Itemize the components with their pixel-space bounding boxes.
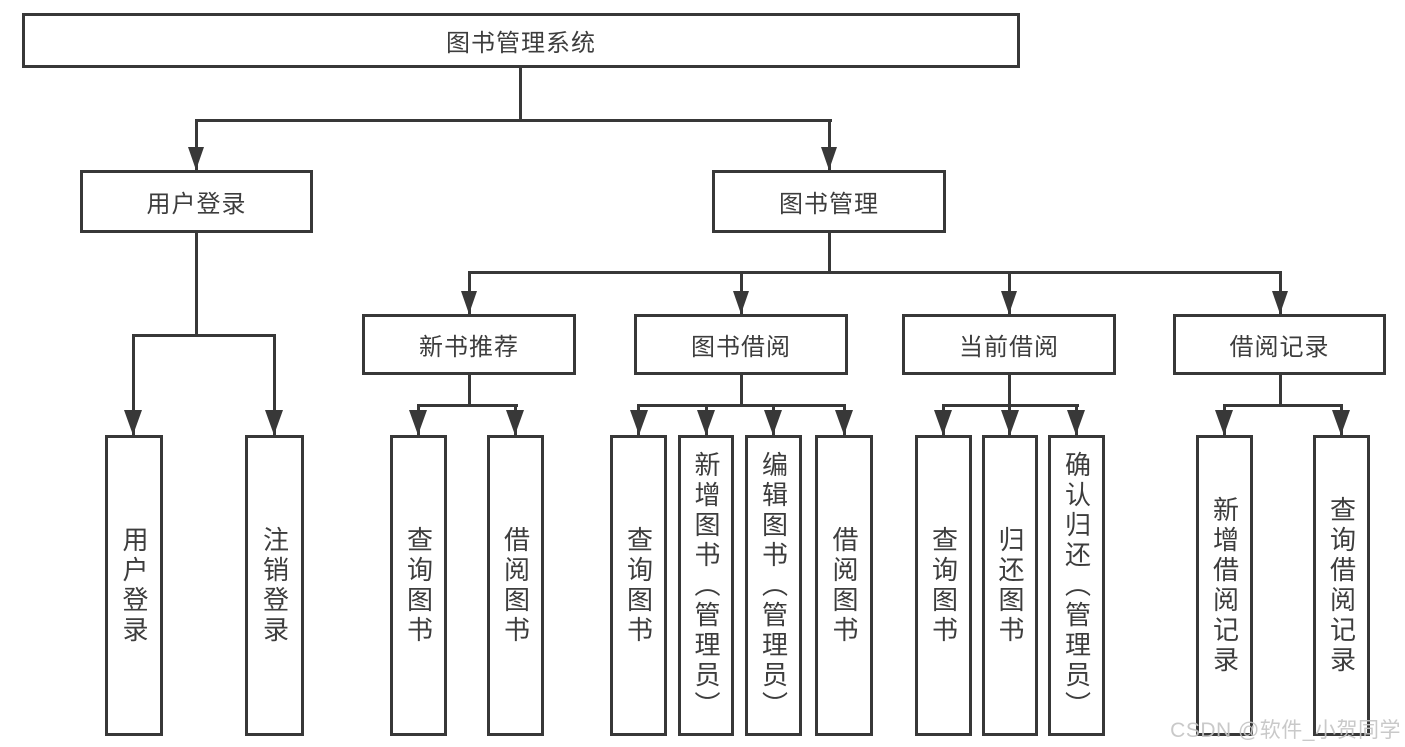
arrow-down-icon: [630, 410, 648, 435]
leaf-label: 查询图书: [623, 525, 654, 646]
leaf-label: 确认归还（管理员）: [1061, 450, 1092, 721]
arrow-down-icon: [934, 410, 952, 435]
connector-borrow-stem: [740, 374, 743, 407]
connector-rail-borrow: [637, 404, 846, 407]
node-new-book-recommend: 新书推荐: [362, 314, 576, 375]
node-book-management: 图书管理: [712, 170, 946, 233]
connector-drop-book-management: [828, 119, 831, 170]
arrow-down-icon: [697, 410, 715, 435]
node-label: 新书推荐: [419, 334, 519, 361]
leaf-query-books-recommend: 查询图书: [390, 435, 447, 736]
arrow-down-icon: [1001, 291, 1017, 314]
leaf-query-books-current: 查询图书: [915, 435, 972, 736]
node-book-borrowing: 图书借阅: [634, 314, 848, 375]
node-label: 借阅记录: [1229, 334, 1330, 361]
arrow-down-icon: [733, 291, 749, 314]
leaf-label: 借阅图书: [829, 525, 859, 646]
leaf-label: 查询图书: [403, 525, 434, 646]
node-user-login: 用户登录: [80, 170, 313, 233]
leaf-label: 编辑图书（管理员）: [758, 450, 789, 721]
connector-rail-level3: [468, 271, 1282, 274]
node-book-management-system: 图书管理系统: [22, 13, 1020, 68]
node-label: 图书管理: [779, 191, 879, 218]
leaf-return-books: 归还图书: [982, 435, 1038, 736]
arrow-down-icon: [1001, 410, 1019, 435]
arrow-down-icon: [124, 410, 142, 435]
arrow-down-icon: [188, 147, 204, 170]
leaf-label: 查询借阅记录: [1326, 495, 1357, 676]
node-label: 图书借阅: [691, 334, 791, 361]
arrow-down-icon: [821, 147, 837, 170]
connector-records-stem: [1279, 374, 1282, 407]
arrow-down-icon: [1272, 291, 1288, 314]
node-label: 用户登录: [146, 191, 247, 218]
connector-rail-login: [132, 334, 276, 337]
leaf-add-books-admin: 新增图书（管理员）: [678, 435, 734, 736]
leaf-label: 用户登录: [119, 525, 149, 646]
node-borrowing-records: 借阅记录: [1173, 314, 1386, 375]
arrow-down-icon: [764, 410, 782, 435]
leaf-confirm-return-admin: 确认归还（管理员）: [1048, 435, 1105, 736]
connector-drop-user-login: [195, 119, 198, 170]
connector-rail-records: [1223, 404, 1343, 407]
connector-current-stem: [1008, 374, 1011, 407]
leaf-label: 注销登录: [259, 525, 290, 646]
connector-rail-recommend: [417, 404, 518, 407]
node-label: 当前借阅: [959, 334, 1059, 361]
arrow-down-icon: [1332, 410, 1350, 435]
leaf-label: 查询图书: [928, 525, 959, 646]
leaf-borrow-books-recommend: 借阅图书: [487, 435, 544, 736]
arrow-down-icon: [265, 410, 283, 435]
leaf-borrow-books: 借阅图书: [815, 435, 873, 736]
arrow-down-icon: [461, 291, 477, 314]
connector-management-stem: [828, 232, 831, 274]
arrow-down-icon: [409, 410, 427, 435]
leaf-logout: 注销登录: [245, 435, 304, 736]
csdn-watermark: CSDN @软件_小贺同学: [1170, 719, 1401, 742]
connector-drop-logout-leaf: [273, 334, 276, 435]
leaf-user-login: 用户登录: [105, 435, 163, 736]
leaf-label: 新增借阅记录: [1209, 495, 1240, 676]
leaf-add-borrow-record: 新增借阅记录: [1196, 435, 1253, 736]
arrow-down-icon: [835, 410, 853, 435]
leaf-label: 归还图书: [995, 525, 1025, 646]
leaf-label: 借阅图书: [500, 525, 531, 646]
connector-recommend-stem: [468, 374, 471, 407]
arrow-down-icon: [506, 410, 524, 435]
connector-drop-login-leaf: [132, 334, 135, 435]
node-label: 图书管理系统: [446, 30, 596, 57]
connector-root-stem: [519, 66, 522, 120]
arrow-down-icon: [1067, 410, 1085, 435]
leaf-query-books-borrow: 查询图书: [610, 435, 667, 736]
connector-rail-level2: [195, 119, 832, 122]
arrow-down-icon: [1215, 410, 1233, 435]
node-current-borrowing: 当前借阅: [902, 314, 1116, 375]
leaf-edit-books-admin: 编辑图书（管理员）: [745, 435, 802, 736]
leaf-label: 新增图书（管理员）: [691, 450, 721, 721]
connector-login-stem: [195, 232, 198, 337]
leaf-query-borrow-record: 查询借阅记录: [1313, 435, 1370, 736]
